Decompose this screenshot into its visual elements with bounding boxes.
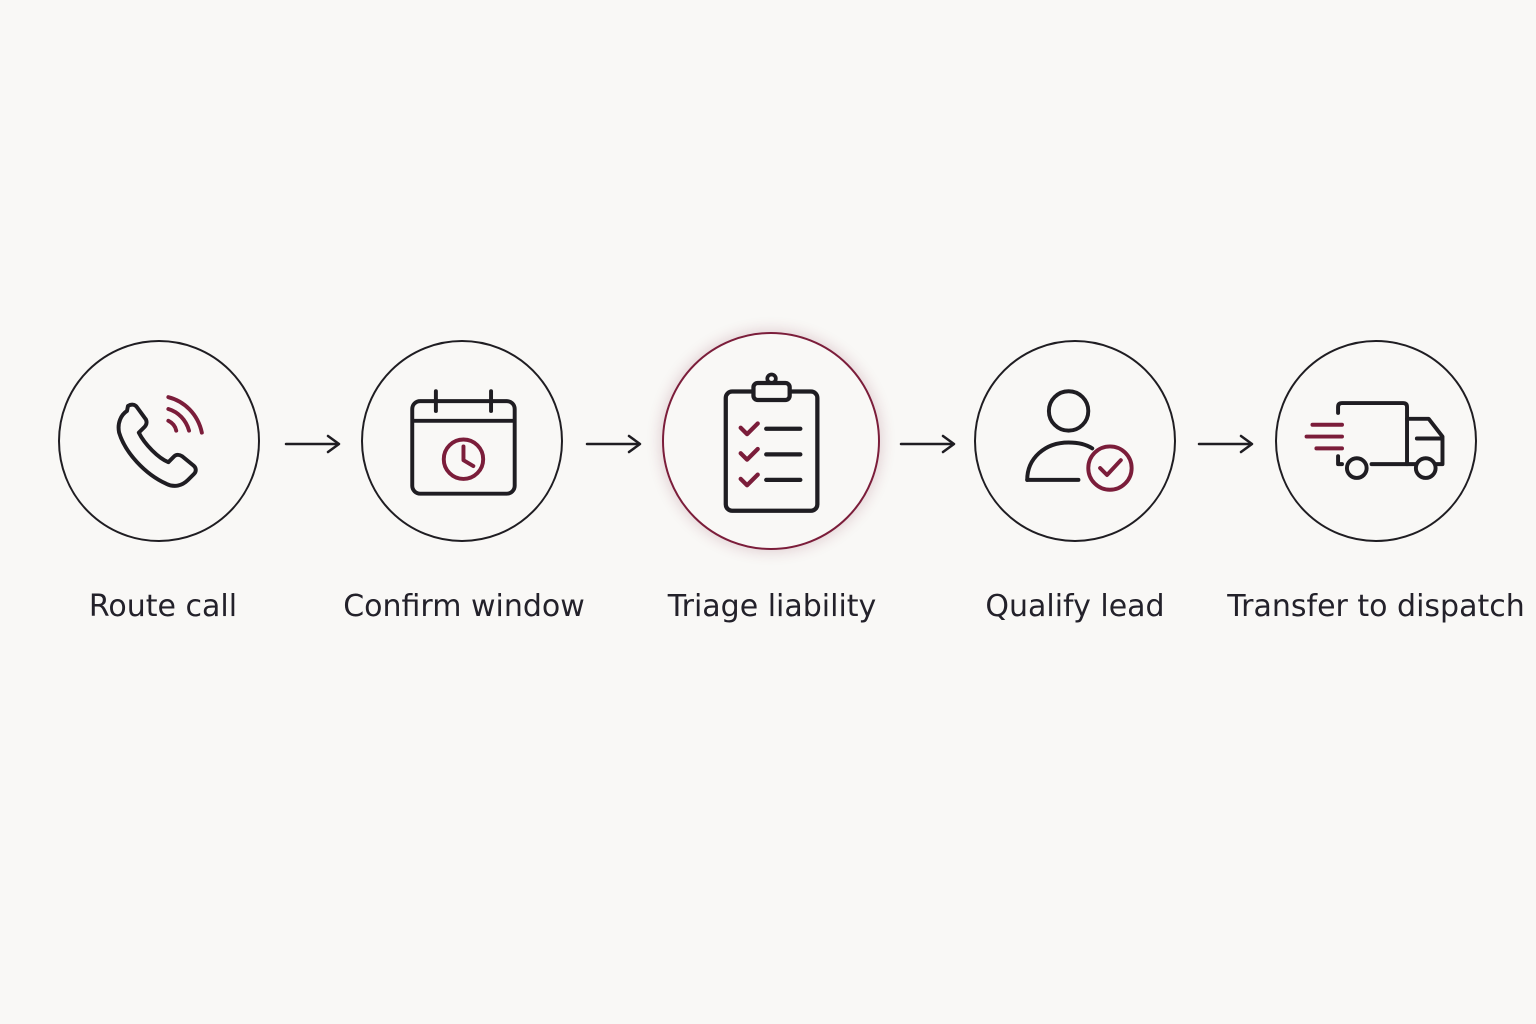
calendar-clock-icon <box>410 389 517 496</box>
arrow-right-icon <box>284 432 344 456</box>
fast-truck-icon <box>1304 401 1445 480</box>
clipboard-checklist-icon <box>723 372 820 513</box>
step-route-call <box>58 340 260 542</box>
step-label-qualify-lead: Qualify lead <box>985 589 1165 624</box>
phone-ringing-icon <box>116 395 204 488</box>
step-label-transfer-to-dispatch: Transfer to dispatch <box>1227 589 1525 624</box>
step-qualify-lead <box>974 340 1176 542</box>
arrow-right-icon <box>585 432 645 456</box>
arrow-right-icon <box>1197 432 1257 456</box>
step-confirm-window <box>361 340 563 542</box>
step-label-route-call: Route call <box>88 589 238 624</box>
arrow-right-icon <box>899 432 959 456</box>
step-label-confirm-window: Confirm window <box>343 589 585 624</box>
step-transfer-to-dispatch <box>1275 340 1477 542</box>
step-triage-liability <box>662 332 880 550</box>
user-check-icon <box>1025 389 1134 492</box>
step-label-triage-liability: Triage liability <box>667 589 877 624</box>
